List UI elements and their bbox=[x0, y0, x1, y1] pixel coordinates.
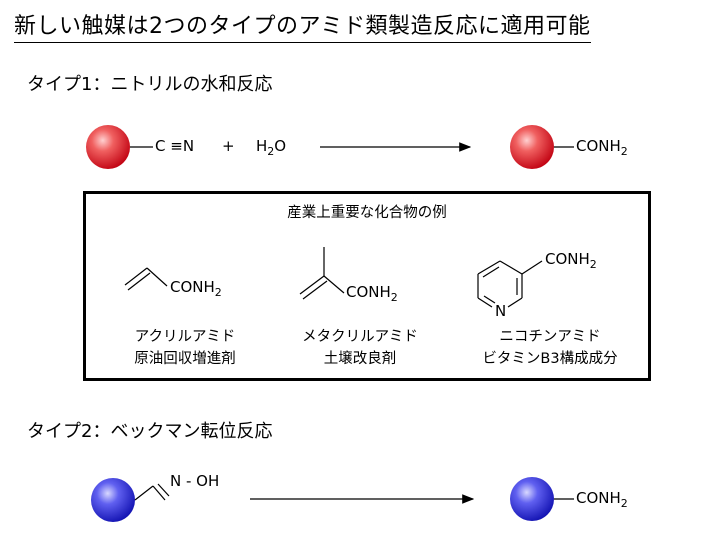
example-caption-acrylamide: アクリルアミド 原油回収増進剤 bbox=[90, 326, 280, 370]
amide-subscript: 2 bbox=[620, 145, 628, 158]
compound-name: アクリルアミド bbox=[134, 329, 236, 345]
nitrile-nitrogen: N bbox=[182, 137, 195, 155]
water-o: O bbox=[274, 137, 287, 155]
compound-use: 原油回収増進剤 bbox=[134, 351, 236, 367]
compound-name: ニコチンアミド bbox=[499, 329, 601, 345]
formula-subscript: 2 bbox=[214, 286, 222, 299]
formula-text: CONH bbox=[170, 278, 215, 296]
acrylamide-structure bbox=[124, 267, 168, 291]
nicotinamide-structure bbox=[477, 260, 543, 308]
examples-box bbox=[83, 191, 651, 381]
amide-product-1: CONH2 bbox=[576, 137, 628, 158]
amide-subscript: 2 bbox=[620, 497, 628, 510]
nitrile-carbon: C bbox=[155, 137, 166, 155]
example-caption-nicotinamide: ニコチンアミド ビタミンB3構成成分 bbox=[455, 326, 645, 370]
example-caption-methacrylamide: メタクリルアミド 土壌改良剤 bbox=[265, 326, 455, 370]
water-h: H bbox=[256, 137, 268, 155]
amide-product-2: CONH2 bbox=[576, 489, 628, 510]
triple-bond-symbol: ≡ bbox=[170, 137, 183, 155]
nitrile-group: C ≡N bbox=[155, 137, 194, 155]
formula-text: CONH bbox=[545, 250, 590, 268]
water-formula: H2O bbox=[256, 137, 286, 158]
nicotinamide-formula: CONH2 bbox=[545, 250, 597, 271]
examples-heading: 産業上重要な化合物の例 bbox=[287, 205, 447, 221]
compound-use: ビタミンB3構成成分 bbox=[482, 351, 618, 367]
red-sphere-product bbox=[510, 125, 554, 169]
methacrylamide-formula: CONH2 bbox=[346, 283, 398, 304]
plus-sign: + bbox=[222, 137, 235, 155]
page-title: 新しい触媒は2つのタイプのアミド類製造反応に適用可能 bbox=[14, 14, 591, 43]
pyridine-nitrogen: N bbox=[495, 302, 507, 320]
water-subscript: 2 bbox=[267, 145, 275, 158]
oxime-bonds bbox=[134, 483, 170, 501]
amide-text: CONH bbox=[576, 137, 621, 155]
blue-sphere-reactant bbox=[91, 478, 135, 522]
acrylamide-formula: CONH2 bbox=[170, 278, 222, 299]
compound-use: 土壌改良剤 bbox=[323, 351, 397, 367]
formula-subscript: 2 bbox=[390, 291, 398, 304]
formula-text: CONH bbox=[346, 283, 391, 301]
formula-subscript: 2 bbox=[589, 258, 597, 271]
red-sphere-reactant bbox=[86, 125, 130, 169]
amide-text: CONH bbox=[576, 489, 621, 507]
type2-heading: タイプ2：ベックマン転位反応 bbox=[27, 421, 273, 442]
oxime-label: N - OH bbox=[170, 472, 220, 490]
compound-name: メタクリルアミド bbox=[302, 329, 418, 345]
type1-heading: タイプ1：ニトリルの水和反応 bbox=[27, 74, 273, 95]
blue-sphere-product bbox=[510, 477, 554, 521]
methacrylamide-structure bbox=[299, 247, 345, 300]
